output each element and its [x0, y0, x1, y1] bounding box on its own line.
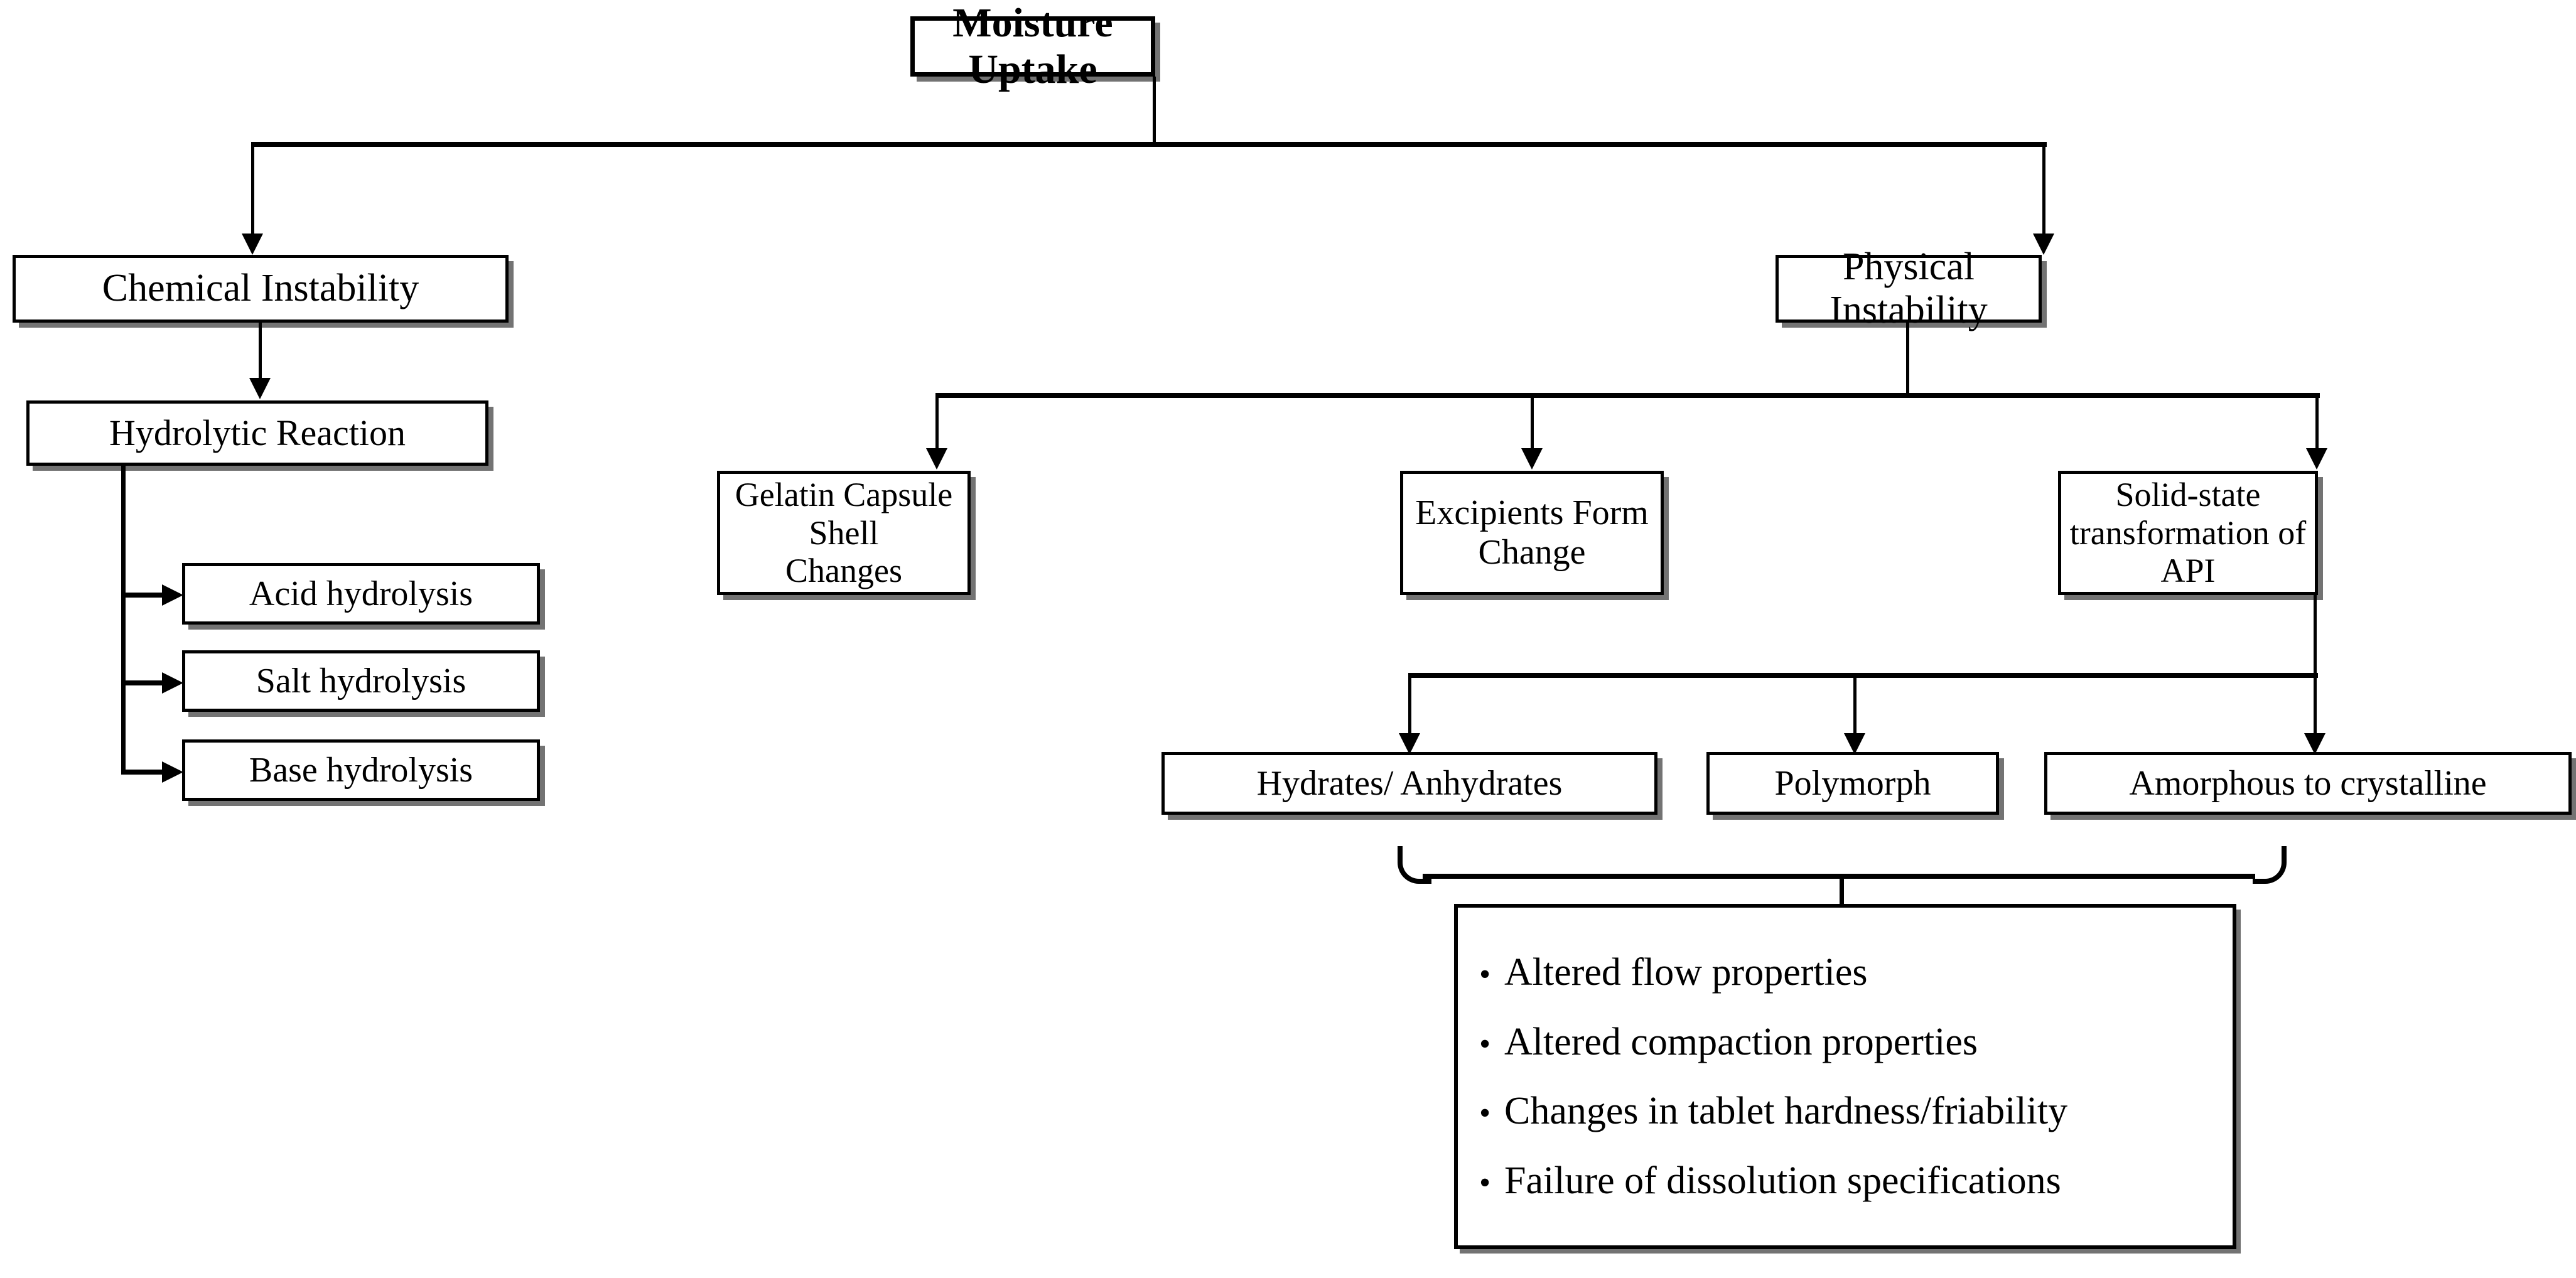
connector-hydrolysis-trunk: [121, 466, 126, 775]
arrowhead-to-base-hydrolysis: [162, 761, 183, 783]
node-hydrates-anhydrates[interactable]: Hydrates/ Anhydrates: [1161, 752, 1657, 815]
connector-brace-right-corner: [2253, 846, 2287, 884]
connector-to-gelatin-capsule: [935, 393, 939, 451]
node-amorphous-to-crystalline[interactable]: Amorphous to crystalline: [2044, 752, 2572, 815]
connector-brace-stem: [1840, 874, 1844, 906]
bullet-icon: •: [1479, 1164, 1491, 1201]
connector-top-split-bar: [251, 142, 2047, 147]
connector-to-amorphous-to-crystalline: [2314, 673, 2317, 736]
node-physical-instability-label: Physical Instability: [1830, 245, 1988, 331]
node-moisture-uptake-label: Moisture Uptake: [952, 0, 1113, 92]
node-hydrates-anhydrates-label: Hydrates/ Anhydrates: [1256, 763, 1563, 803]
node-hydrolytic-reaction-label: Hydrolytic Reaction: [109, 412, 406, 453]
connector-to-acid-hydrolysis: [121, 593, 171, 598]
list-item-label: Changes in tablet hardness/friability: [1504, 1090, 2068, 1133]
connector-to-base-hydrolysis: [121, 770, 171, 775]
connector-to-hydrates-anhydrates: [1408, 673, 1411, 736]
bullet-icon: •: [1479, 1026, 1491, 1062]
bullet-icon: •: [1479, 957, 1491, 993]
node-polymorph[interactable]: Polymorph: [1706, 752, 1999, 815]
list-item: • Altered compaction properties: [1479, 1023, 2233, 1061]
node-acid-hydrolysis-label: Acid hydrolysis: [249, 574, 473, 613]
list-item-label: Failure of dissolution specifications: [1504, 1159, 2061, 1202]
node-gelatin-capsule-shell-changes-label: Gelatin Capsule Shell Changes: [735, 476, 953, 590]
arrowhead-to-physical: [2033, 234, 2054, 255]
list-item: • Altered flow properties: [1479, 953, 2233, 992]
connector-to-solid-state: [2315, 393, 2319, 451]
connector-to-chemical: [251, 142, 254, 236]
arrowhead-to-excipients-form-change: [1521, 448, 1543, 470]
arrowhead-to-polymorph: [1844, 733, 1865, 754]
node-excipients-form-change[interactable]: Excipients Form Change: [1400, 471, 1664, 595]
arrowhead-to-acid-hydrolysis: [162, 584, 183, 606]
node-physical-instability[interactable]: Physical Instability: [1776, 245, 2042, 331]
node-acid-hydrolysis[interactable]: Acid hydrolysis: [182, 563, 540, 625]
node-salt-hydrolysis-label: Salt hydrolysis: [256, 661, 466, 701]
bullet-icon: •: [1479, 1095, 1491, 1132]
node-excipients-form-change-label: Excipients Form Change: [1415, 493, 1649, 572]
connector-to-physical: [2042, 142, 2045, 236]
node-chemical-instability[interactable]: Chemical Instability: [13, 255, 509, 323]
connector-chemical-to-hydrolytic: [259, 323, 262, 380]
node-base-hydrolysis[interactable]: Base hydrolysis: [182, 739, 540, 801]
connector-solid-state-stem: [2314, 595, 2317, 677]
arrowhead-to-hydrolytic: [249, 378, 271, 399]
node-solid-state-transformation-of-api[interactable]: Solid-state transformation of API: [2058, 471, 2318, 595]
arrowhead-to-amorphous-to-crystalline: [2304, 733, 2325, 754]
connector-solid-state-split-bar: [1408, 673, 2318, 678]
node-consequences-list[interactable]: • Altered flow properties • Altered comp…: [1454, 904, 2236, 1249]
node-polymorph-label: Polymorph: [1774, 763, 1931, 803]
arrowhead-to-gelatin-capsule: [926, 448, 947, 470]
arrowhead-to-chemical: [242, 234, 263, 255]
arrowhead-to-hydrates-anhydrates: [1399, 733, 1420, 754]
connector-to-polymorph: [1853, 673, 1857, 736]
arrowhead-to-salt-hydrolysis: [162, 672, 183, 694]
connector-physical-stem: [1906, 323, 1909, 397]
connector-to-salt-hydrolysis: [121, 680, 171, 685]
node-gelatin-capsule-shell-changes[interactable]: Gelatin Capsule Shell Changes: [717, 471, 971, 595]
connector-to-excipients-form-change: [1531, 393, 1534, 451]
node-base-hydrolysis-label: Base hydrolysis: [249, 750, 473, 790]
node-moisture-uptake[interactable]: Moisture Uptake: [910, 0, 1155, 92]
list-item: • Changes in tablet hardness/friability: [1479, 1092, 2233, 1130]
arrowhead-to-solid-state: [2306, 448, 2327, 470]
connector-brace-left-corner: [1398, 846, 1431, 884]
connector-root-stem: [1153, 77, 1156, 146]
connector-physical-split-bar: [935, 393, 2320, 398]
node-solid-state-transformation-of-api-label: Solid-state transformation of API: [2069, 476, 2307, 590]
list-item: • Failure of dissolution specifications: [1479, 1161, 2233, 1200]
connector-brace-bar: [1423, 874, 2255, 879]
list-item-label: Altered flow properties: [1504, 951, 1868, 994]
node-salt-hydrolysis[interactable]: Salt hydrolysis: [182, 650, 540, 712]
node-amorphous-to-crystalline-label: Amorphous to crystalline: [2129, 763, 2487, 803]
node-hydrolytic-reaction[interactable]: Hydrolytic Reaction: [26, 400, 488, 466]
node-chemical-instability-label: Chemical Instability: [102, 267, 419, 310]
list-item-label: Altered compaction properties: [1504, 1020, 1978, 1063]
